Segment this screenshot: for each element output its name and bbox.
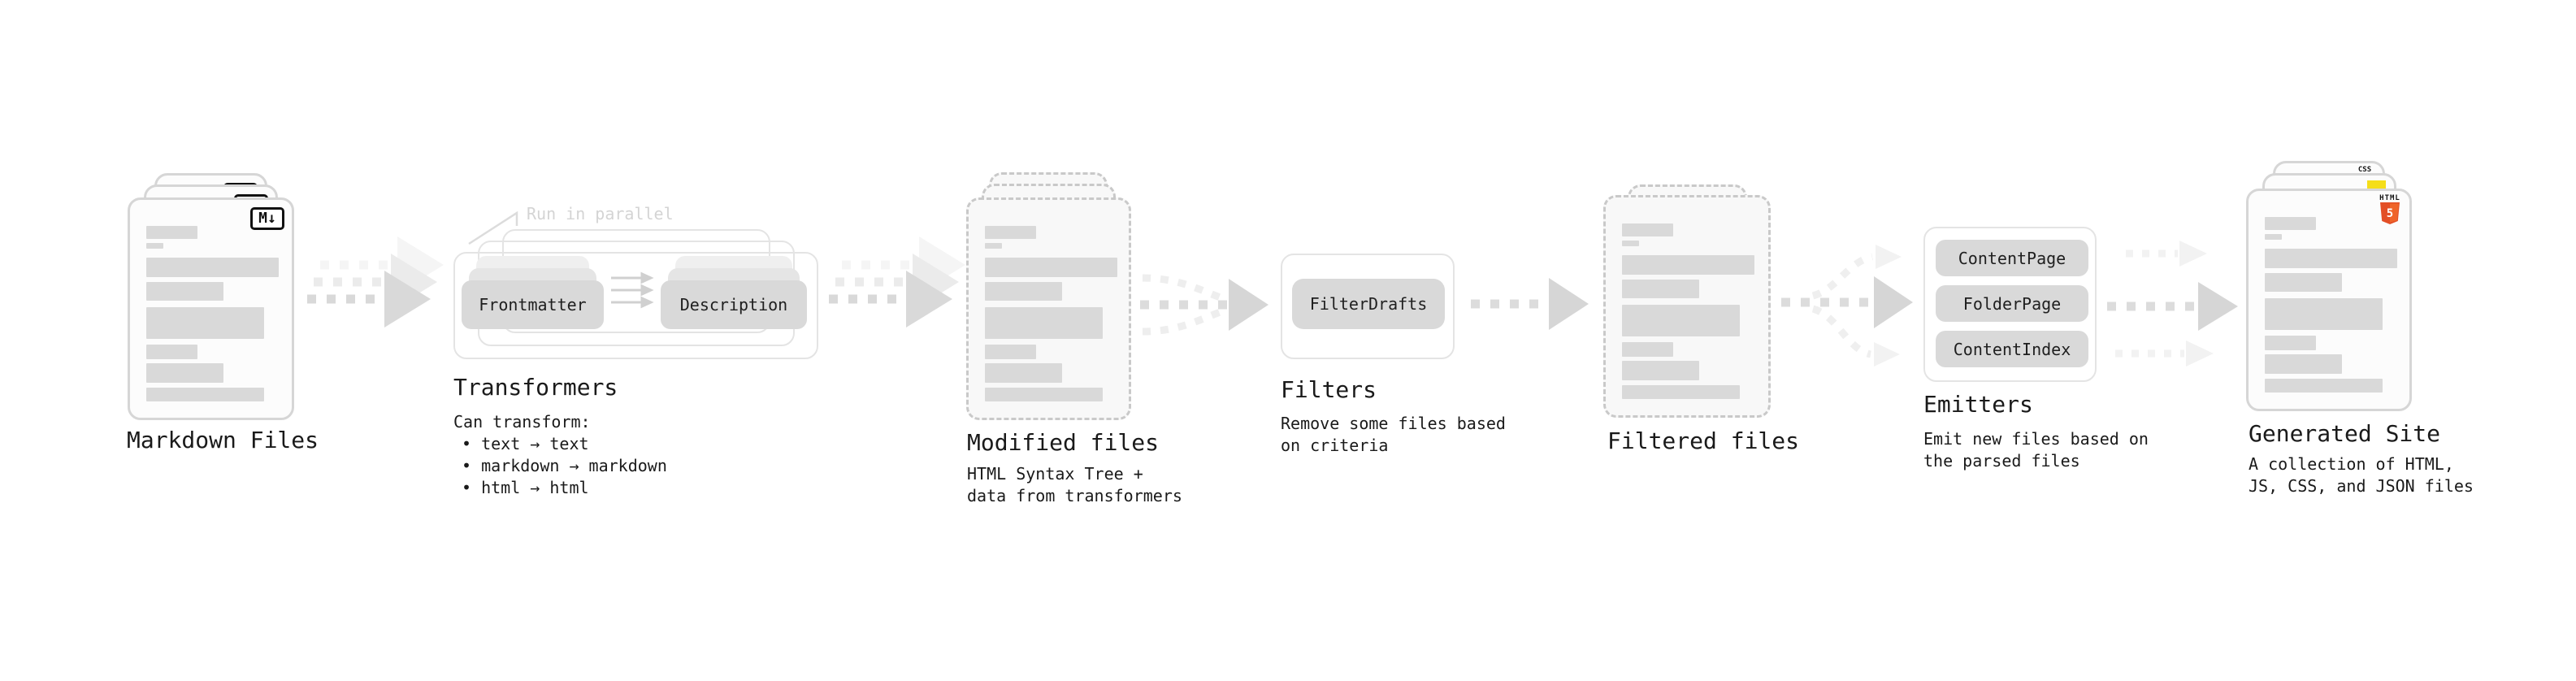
file-content-placeholder bbox=[2265, 212, 2397, 393]
filters-box bbox=[1281, 254, 1455, 359]
transformers-bullet: • html → html bbox=[462, 478, 589, 497]
file-bar bbox=[1622, 223, 1673, 236]
css-badge-label: CSS bbox=[2357, 166, 2372, 174]
transformers-title: Transformers bbox=[453, 374, 618, 401]
file-bar bbox=[2265, 234, 2282, 240]
file-bar bbox=[1622, 342, 1673, 357]
file-bar bbox=[2265, 298, 2383, 330]
frontmatter-pill: Frontmatter bbox=[462, 280, 604, 329]
generated-site-stack: CSS HTML 5 bbox=[2246, 161, 2412, 412]
filters-desc: Remove some files based on criteria bbox=[1281, 413, 1506, 457]
contentindex-pill: ContentIndex bbox=[1936, 331, 2088, 367]
transformers-stack: Frontmatter Description bbox=[453, 229, 818, 359]
filters-desc-line: on criteria bbox=[1281, 436, 1389, 455]
html5-badge-icon: HTML 5 bbox=[2379, 195, 2400, 228]
file-bar bbox=[985, 243, 1002, 249]
file-bar bbox=[146, 226, 197, 239]
file-bar bbox=[985, 282, 1062, 301]
emitters-box: ContentPage FolderPage ContentIndex bbox=[1923, 227, 2097, 382]
generated-site-label: Generated Site bbox=[2249, 420, 2441, 447]
file-bar bbox=[146, 243, 163, 249]
transformers-bullet: • text → text bbox=[462, 434, 589, 453]
flow-arrow-files-icon bbox=[829, 236, 965, 327]
emitters-title: Emitters bbox=[1923, 391, 2033, 418]
pill-arrows-icon bbox=[611, 271, 654, 309]
file-bar bbox=[146, 258, 279, 277]
file-bar bbox=[985, 258, 1117, 277]
file-bar bbox=[2265, 379, 2383, 393]
file-bar bbox=[2265, 336, 2316, 350]
file-bar bbox=[1622, 305, 1740, 336]
flow-arrow-files-icon bbox=[307, 236, 444, 327]
flow-arrow-split-icon bbox=[1781, 245, 1913, 367]
modified-files-stack bbox=[966, 172, 1131, 420]
description-pill: Description bbox=[661, 280, 807, 329]
emitters-desc: Emit new files based on the parsed files bbox=[1923, 428, 2149, 472]
file-bar bbox=[2265, 249, 2397, 268]
js-badge-icon bbox=[2367, 180, 2386, 191]
modified-desc-line: data from transformers bbox=[967, 486, 1182, 505]
file-content-placeholder bbox=[1622, 219, 1754, 399]
markdown-files-stack: M↓ M↓ M↓ bbox=[128, 173, 294, 420]
flow-arrow-triple-icon bbox=[2107, 241, 2238, 367]
file-bar bbox=[985, 307, 1103, 339]
generated-desc-line: A collection of HTML, bbox=[2249, 454, 2454, 474]
filtered-file-card-front bbox=[1603, 195, 1771, 418]
flow-arrow-icon bbox=[1471, 278, 1589, 330]
file-bar bbox=[2265, 273, 2342, 292]
file-bar bbox=[146, 282, 223, 301]
file-content-placeholder bbox=[146, 221, 279, 401]
run-parallel-callout-line bbox=[468, 210, 518, 245]
file-bar bbox=[2265, 217, 2316, 230]
file-bar bbox=[1622, 361, 1699, 380]
file-bar bbox=[985, 226, 1036, 239]
html5-badge-label: HTML bbox=[2379, 194, 2400, 202]
file-bar bbox=[1622, 241, 1639, 246]
file-bar bbox=[985, 345, 1036, 359]
file-bar bbox=[146, 307, 264, 339]
file-bar bbox=[2265, 354, 2342, 374]
file-bar bbox=[146, 345, 197, 359]
modified-desc-line: HTML Syntax Tree + bbox=[967, 464, 1143, 484]
file-bar bbox=[146, 388, 264, 401]
modified-files-label: Modified files bbox=[967, 429, 1160, 456]
run-parallel-annotation: Run in parallel bbox=[527, 204, 674, 223]
generated-site-desc: A collection of HTML, JS, CSS, and JSON … bbox=[2249, 453, 2474, 497]
filters-desc-line: Remove some files based bbox=[1281, 414, 1506, 433]
flow-arrow-merge-icon bbox=[1140, 274, 1268, 336]
transformers-desc-line: Can transform: bbox=[453, 412, 591, 432]
modified-file-card-front bbox=[966, 197, 1131, 420]
filtered-files-stack bbox=[1603, 184, 1771, 419]
filters-title: Filters bbox=[1281, 376, 1377, 403]
file-bar bbox=[985, 388, 1103, 401]
emitters-desc-line: Emit new files based on bbox=[1923, 429, 2149, 449]
emitters-desc-line: the parsed files bbox=[1923, 451, 2080, 471]
html5-shield-icon: 5 bbox=[2380, 202, 2400, 224]
transformer-box-front bbox=[453, 252, 818, 359]
markdown-files-label: Markdown Files bbox=[127, 427, 319, 453]
filtered-files-label: Filtered files bbox=[1607, 427, 1800, 454]
transformers-desc: Can transform: • text → text • markdown … bbox=[453, 411, 667, 499]
modified-files-desc: HTML Syntax Tree + data from transformer… bbox=[967, 463, 1182, 507]
file-bar bbox=[1622, 255, 1754, 275]
html-file-card: HTML 5 bbox=[2246, 189, 2412, 411]
folderpage-pill: FolderPage bbox=[1936, 285, 2088, 322]
transformers-bullet: • markdown → markdown bbox=[462, 456, 667, 475]
filterdrafts-pill: FilterDrafts bbox=[1292, 279, 1445, 329]
markdown-badge-icon: M↓ bbox=[250, 207, 284, 230]
file-bar bbox=[985, 363, 1062, 383]
svg-text:5: 5 bbox=[2387, 207, 2393, 220]
file-bar bbox=[146, 363, 223, 383]
file-bar bbox=[1622, 280, 1699, 298]
file-content-placeholder bbox=[985, 221, 1117, 401]
file-bar bbox=[1622, 385, 1740, 399]
generated-desc-line: JS, CSS, and JSON files bbox=[2249, 476, 2474, 496]
markdown-file-card-front: M↓ bbox=[128, 197, 294, 420]
contentpage-pill: ContentPage bbox=[1936, 240, 2088, 276]
